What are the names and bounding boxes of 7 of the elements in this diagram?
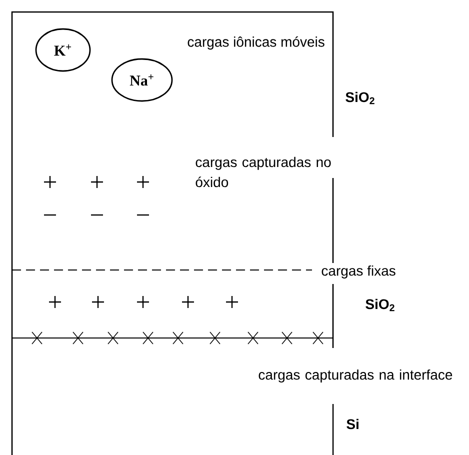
layer-label: cargas iônicas móveis bbox=[188, 36, 324, 50]
layer-label: cargas fixas bbox=[322, 265, 396, 278]
material-label: SiO$_{2}$ bbox=[346, 92, 374, 104]
layer-label: cargas capturadas no óxido bbox=[196, 156, 331, 188]
material-label: SiO$_{2}$ bbox=[366, 298, 394, 312]
layer-label: cargas capturadas na interface bbox=[258, 369, 452, 382]
material-label: Si bbox=[346, 418, 358, 430]
